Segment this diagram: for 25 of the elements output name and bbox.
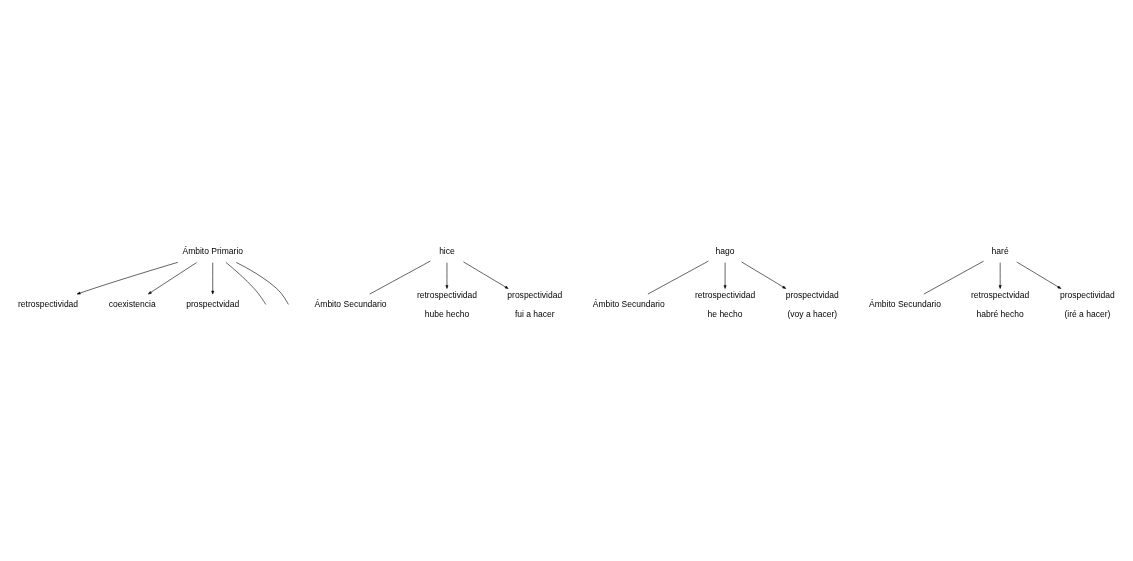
arrow (723, 261, 727, 289)
node-text: Ámbito Primario (182, 245, 244, 256)
node-text: Ámbito Secundario (592, 298, 665, 309)
arrow (998, 261, 1002, 289)
arrow (1016, 261, 1062, 289)
node-text: retrospectividad he hecho (695, 289, 756, 319)
node-text: haré (991, 245, 1009, 256)
node-text: prospectvidad (voy a hacer) (785, 289, 839, 319)
node-text: prospectividad fui a hacer (507, 289, 563, 319)
node-text: hago (715, 245, 735, 256)
node-text: hice (439, 245, 455, 256)
arrow (741, 261, 787, 289)
arrow (463, 261, 509, 289)
node-text: Ámbito Secundario (314, 298, 387, 309)
node-text: retrospectividad (18, 298, 79, 309)
node-text: coexistencia (108, 298, 156, 309)
arrow (148, 261, 197, 294)
node-text: prospectvidad (186, 298, 240, 309)
arrow (76, 261, 179, 294)
arrow (211, 261, 215, 294)
node-text: retrospectvidad habré hecho (971, 289, 1030, 319)
node-text: prospectividad (iré a hacer) (1059, 289, 1115, 319)
arrow (445, 261, 449, 289)
node-text: retrospectividad hube hecho (416, 289, 478, 319)
node-text: Ámbito Secundario (869, 298, 941, 309)
